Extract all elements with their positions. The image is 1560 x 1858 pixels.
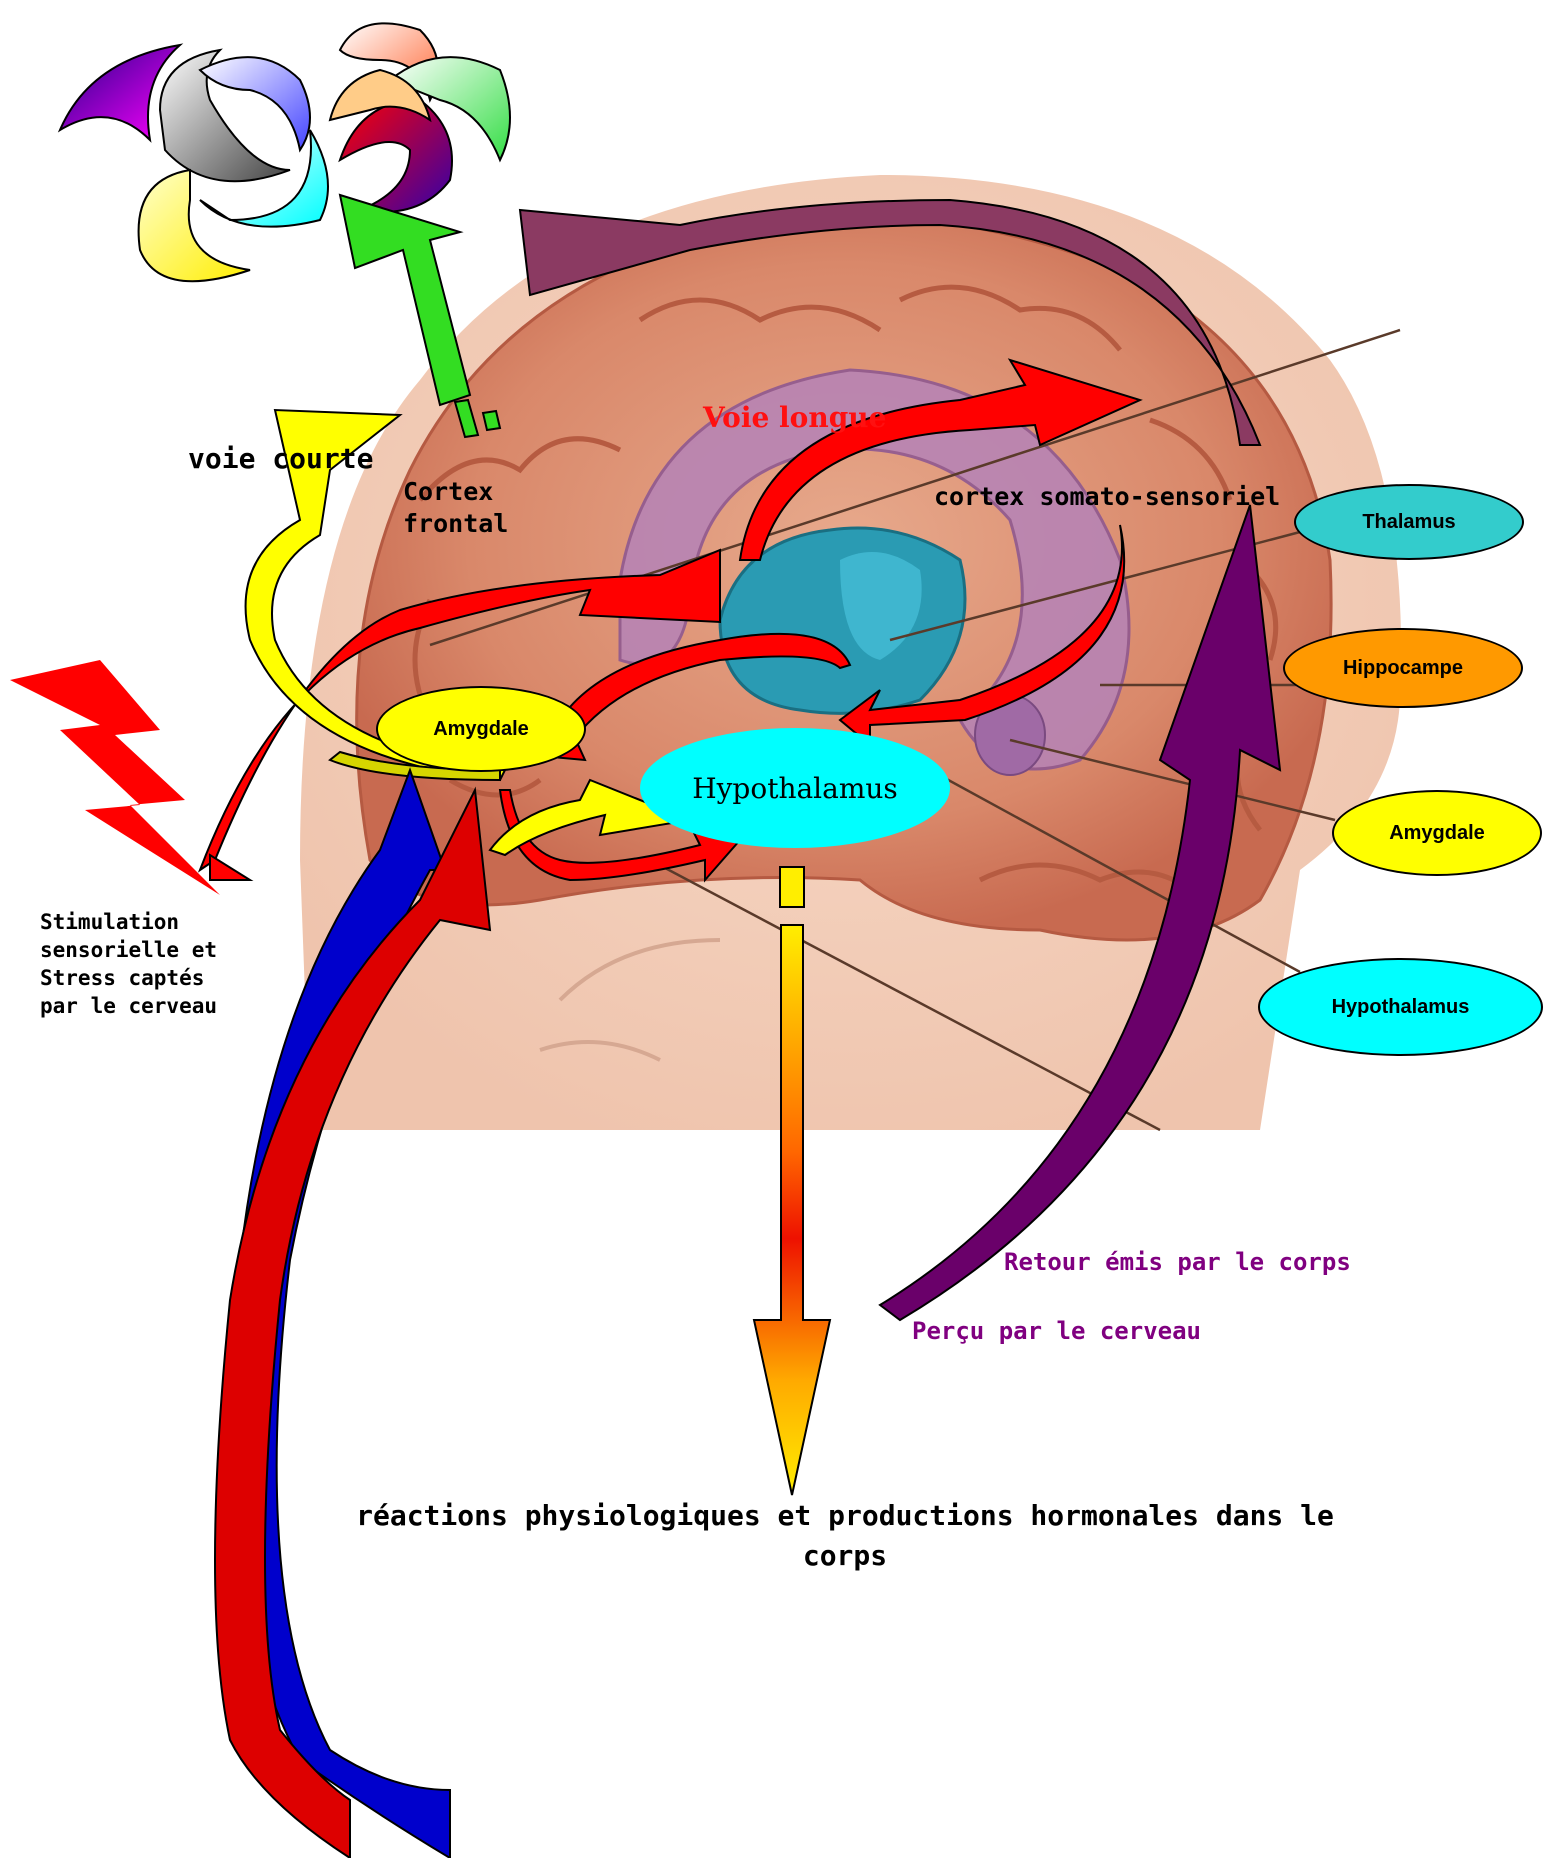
oval-amygdale-right: Amygdale — [1332, 790, 1542, 876]
oval-amygdale-center: Amygdale — [376, 686, 586, 772]
oval-hypothalamus-center: Hypothalamus — [640, 728, 950, 848]
oval-hippocampe: Hippocampe — [1283, 628, 1523, 708]
label-voie-longue: Voie longue — [703, 401, 886, 434]
label-cortex-somato-sensoriel: cortex somato-sensoriel — [934, 482, 1280, 511]
label-reactions: réactions physiologiques et productions … — [340, 1496, 1350, 1576]
oval-thalamus: Thalamus — [1294, 484, 1524, 560]
swirl-logo — [60, 23, 510, 281]
label-percu: Perçu par le cerveau — [912, 1317, 1201, 1345]
label-cortex-frontal: Cortex frontal — [403, 476, 543, 540]
lightning-bolt-icon — [10, 660, 220, 895]
label-retour: Retour émis par le corps — [1004, 1248, 1351, 1276]
oval-hypothalamus-right: Hypothalamus — [1258, 958, 1543, 1056]
label-voie-courte: voie courte — [188, 442, 373, 475]
label-stimulation: Stimulation sensorielle et Stress captés… — [40, 908, 217, 1020]
